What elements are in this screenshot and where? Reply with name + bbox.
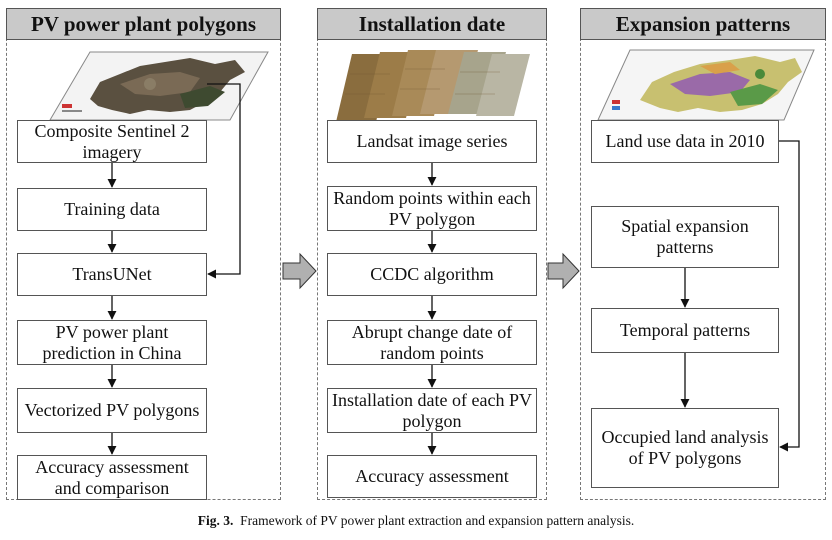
box-random-points: Random points within each PV polygon — [327, 186, 537, 231]
panel-title-installation-date: Installation date — [317, 8, 547, 40]
panel-title-expansion-patterns: Expansion patterns — [580, 8, 826, 40]
panel-title-pv-polygons: PV power plant polygons — [6, 8, 281, 40]
landsat-image-series — [336, 50, 530, 122]
box-occupied-land-analysis: Occupied land analysis of PV polygons — [591, 408, 779, 488]
caption-text: Framework of PV power plant extraction a… — [240, 513, 635, 528]
sentinel-map-image — [49, 51, 269, 121]
box-landsat-image-series: Landsat image series — [327, 120, 537, 163]
box-pv-power-plant-prediction: PV power plant prediction in China — [17, 320, 207, 365]
block-arrow-1 — [282, 252, 317, 290]
box-vectorized-pv-polygons: Vectorized PV polygons — [17, 388, 207, 433]
box-abrupt-change-date: Abrupt change date of random points — [327, 320, 537, 365]
box-spatial-expansion-patterns: Spatial expansion patterns — [591, 206, 779, 268]
figure-caption: Fig. 3. Framework of PV power plant extr… — [0, 513, 832, 529]
box-temporal-patterns: Temporal patterns — [591, 308, 779, 353]
caption-label: Fig. 3. — [197, 513, 234, 528]
box-composite-sentinel-imagery: Composite Sentinel 2 imagery — [17, 120, 207, 163]
block-arrow-2 — [547, 252, 580, 290]
box-accuracy-assessment-comparison: Accuracy assessment and comparison — [17, 455, 207, 500]
land-use-map-image — [597, 49, 815, 121]
box-accuracy-assessment: Accuracy assessment — [327, 455, 537, 498]
box-training-data: Training data — [17, 188, 207, 231]
box-installation-date-each-polygon: Installation date of each PV polygon — [327, 388, 537, 433]
box-ccdc-algorithm: CCDC algorithm — [327, 253, 537, 296]
box-transunet: TransUNet — [17, 253, 207, 296]
box-land-use-data: Land use data in 2010 — [591, 120, 779, 163]
